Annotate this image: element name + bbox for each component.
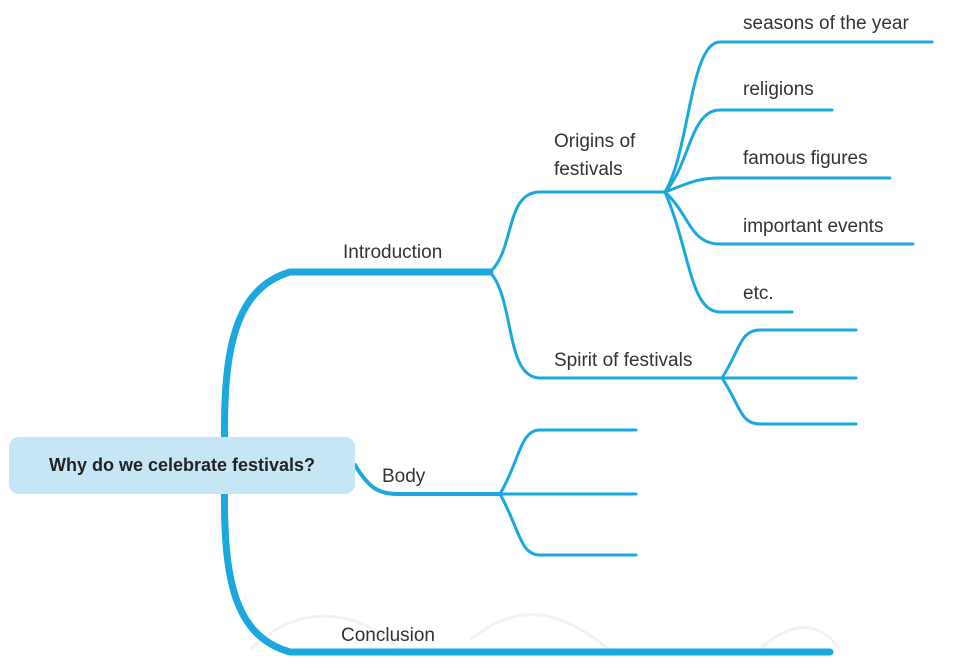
topic-etc[interactable]: etc. xyxy=(743,283,774,304)
branch-line-important-events xyxy=(663,190,915,246)
branch-line-spirit-3 xyxy=(720,376,858,426)
branch-line-body-3 xyxy=(498,492,638,557)
branch-line-origins xyxy=(488,190,667,274)
topic-seasons-of-the-year[interactable]: seasons of the year xyxy=(743,13,909,34)
branch-line-etc xyxy=(663,190,794,314)
topic-origins-line2: festivals xyxy=(554,159,623,180)
branch-line-introduction xyxy=(220,268,494,469)
branch-line-religions xyxy=(663,108,834,194)
topic-religions[interactable]: religions xyxy=(743,79,814,100)
branch-line-body xyxy=(353,463,502,496)
topic-conclusion[interactable]: Conclusion xyxy=(341,625,435,646)
branch-line-spirit-1 xyxy=(720,328,858,380)
branch-line-famous-figures xyxy=(663,176,892,194)
topic-important-events[interactable]: important events xyxy=(743,216,884,237)
branch-line-conclusion xyxy=(220,461,834,656)
topic-famous-figures[interactable]: famous figures xyxy=(743,148,868,169)
branch-line-spirit xyxy=(488,270,724,380)
branch-line-seasons xyxy=(663,40,934,194)
central-topic[interactable]: Why do we celebrate festivals? xyxy=(9,437,355,494)
topic-body[interactable]: Body xyxy=(382,466,426,487)
topic-origins-of-festivals[interactable]: Origins of festivals xyxy=(554,128,635,184)
topic-introduction[interactable]: Introduction xyxy=(343,242,443,263)
topic-spirit-of-festivals[interactable]: Spirit of festivals xyxy=(554,350,693,371)
branch-line-body-1 xyxy=(498,428,638,496)
topic-origins-line1: Origins of xyxy=(554,131,636,152)
